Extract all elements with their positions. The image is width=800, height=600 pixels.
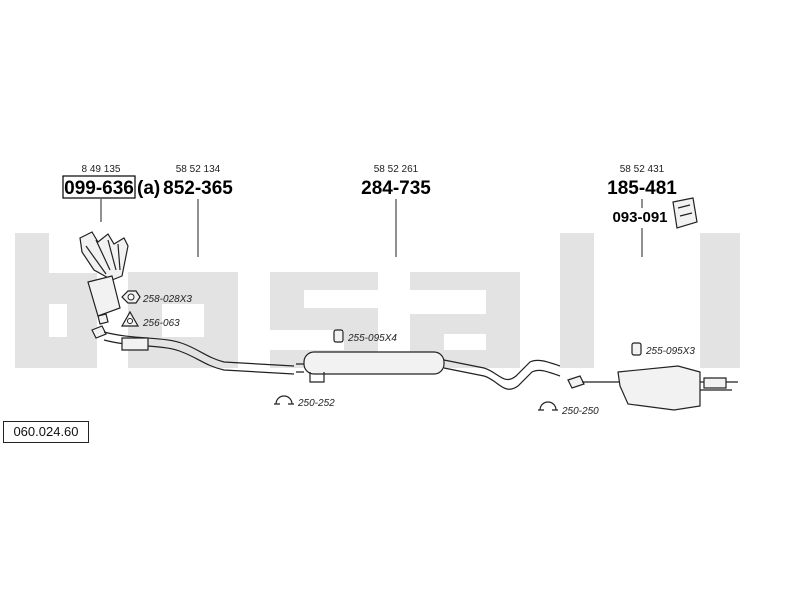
centre-silencer xyxy=(296,351,561,390)
part-number[interactable]: 852-365 xyxy=(163,178,233,199)
accessory-code[interactable]: 255-095X4 xyxy=(347,333,397,344)
rear-silencer xyxy=(567,365,738,411)
oem-number: 58 52 261 xyxy=(374,164,419,175)
accessory-code[interactable]: 250-252 xyxy=(297,398,335,409)
reference-code: 060.024.60 xyxy=(3,421,89,443)
gasket-icon xyxy=(120,310,140,327)
part-label-1: 8 49 135 099-636 (a) xyxy=(62,164,160,199)
part-label-2: 58 52 134 852-365 xyxy=(163,164,233,199)
mount-number[interactable]: 093-091 xyxy=(612,209,667,226)
part-label-4: 58 52 431 185-481 xyxy=(607,164,677,199)
part-number[interactable]: 099-636 xyxy=(64,178,134,199)
part-label-3: 58 52 261 284-735 xyxy=(361,164,431,199)
rubber-mount-icon xyxy=(631,342,642,356)
part-suffix: (a) xyxy=(137,178,160,199)
nut-icon xyxy=(121,290,141,304)
oem-number: 58 52 431 xyxy=(620,164,665,175)
part-number[interactable]: 284-735 xyxy=(361,178,431,199)
oem-number: 8 49 135 xyxy=(82,164,121,175)
mount-label: 093-091 xyxy=(612,209,667,226)
accessory-code[interactable]: 250-250 xyxy=(561,406,599,417)
oem-number: 58 52 134 xyxy=(176,164,221,175)
part-number-box xyxy=(62,175,136,199)
part-number[interactable]: 185-481 xyxy=(607,178,677,199)
clamp-icon xyxy=(274,395,294,405)
accessory-code[interactable]: 258-028X3 xyxy=(142,294,192,305)
rubber-mount-icon xyxy=(333,329,344,343)
front-pipe xyxy=(91,325,295,375)
accessory-code[interactable]: 256-063 xyxy=(142,318,180,329)
clamp-icon xyxy=(538,401,558,411)
rubber-mount xyxy=(672,197,698,229)
accessory-code[interactable]: 255-095X3 xyxy=(645,346,695,357)
manifold-catalyst xyxy=(79,231,129,325)
brand-watermark xyxy=(15,233,740,368)
